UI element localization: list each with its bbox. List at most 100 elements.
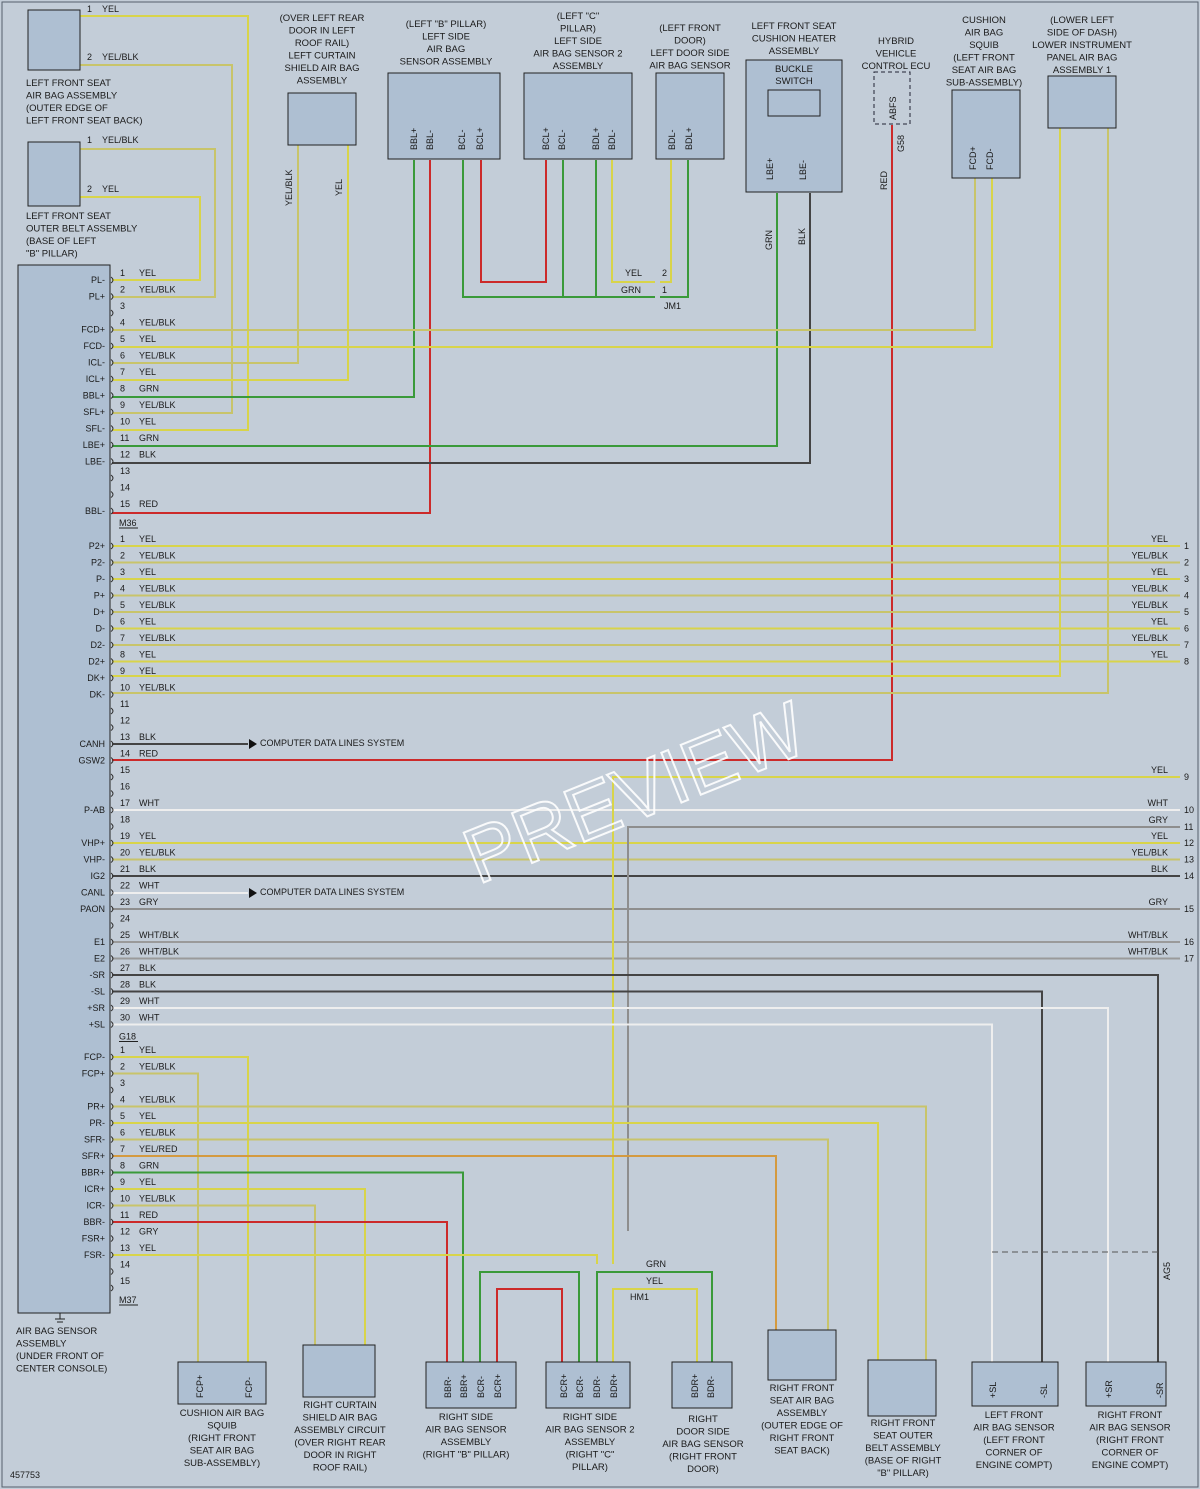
component-label: (OUTER EDGE OF (26, 103, 108, 114)
pin-number: 2 (120, 1062, 125, 1072)
pin-label: LBE+ (83, 440, 105, 450)
pin-number: 30 (120, 1013, 130, 1023)
wire-sr+ (112, 1007, 1109, 1362)
pin-terminal (110, 458, 114, 465)
wire-bdl- (611, 160, 655, 283)
pin-terminal (110, 542, 114, 550)
component-label: DOOR) (687, 1464, 719, 1475)
component-label: SHIELD AIR BAG (303, 1413, 378, 1424)
component-label: (RIGHT "B" PILLAR) (423, 1450, 510, 1461)
pin-label: PR- (90, 1118, 106, 1128)
component-label: OUTER BELT ASSEMBLY (26, 224, 138, 235)
pin-number: 2 (87, 52, 92, 62)
l-heater-box (745, 59, 843, 193)
pin-number: 1 (120, 1045, 125, 1055)
pin-label: CANL (81, 888, 105, 898)
pin-label: SFL+ (83, 407, 105, 417)
wire-sfl+ (80, 64, 233, 414)
wire-m37-10 (112, 1204, 316, 1345)
pin-label: -SR (90, 970, 106, 980)
wire-color-label: YEL/BLK (284, 169, 294, 206)
buckle-label: BUCKLE (775, 64, 813, 75)
pin-number: 24 (120, 914, 130, 924)
wire-sl+ (112, 1023, 993, 1362)
wire-color-label: GRY (139, 1227, 158, 1237)
wire-color-label: YEL (139, 650, 156, 660)
terminal-label: BDR- (706, 1376, 716, 1398)
pin-terminal (110, 608, 114, 616)
terminal-label: -SL (1039, 1384, 1049, 1398)
pin-terminal (110, 1218, 114, 1226)
pin-label: SFR+ (82, 1151, 105, 1161)
component-label: SEAT BACK) (774, 1446, 830, 1457)
component-label: CONTROL ECU (862, 61, 931, 72)
terminal-label: BCL+ (541, 127, 551, 150)
component-label: LEFT SIDE (422, 32, 470, 43)
wire-color-label: YEL/BLK (102, 52, 139, 62)
component-label: AIR BAG SENSOR (662, 1439, 743, 1450)
wire-color-label: BLK (139, 963, 156, 973)
component-label: PILLAR) (560, 24, 596, 35)
component-layer (17, 9, 1167, 1417)
r-door-box (671, 1361, 733, 1409)
component-label: (LEFT "C" (557, 11, 599, 22)
terminal-label: BBL+ (409, 128, 419, 150)
component-label: AIR BAG SENSOR 2 (545, 1425, 634, 1436)
wire-edge-11 (627, 826, 1180, 1231)
component-label: RIGHT FRONT (770, 1433, 835, 1444)
pin-terminal (110, 872, 114, 880)
pin-number: 5 (120, 334, 125, 344)
component-label: SEAT AIR BAG (952, 65, 1017, 76)
wire-bdl+d (660, 160, 689, 298)
pin-terminal (110, 1053, 114, 1061)
pin-label: IG2 (90, 871, 105, 881)
component-label: "B" PILLAR) (877, 1468, 929, 1479)
wire-color-label: WHT (1148, 798, 1169, 808)
component-label: (LEFT FRONT (953, 53, 1015, 64)
wire-m37-13 (112, 1254, 598, 1264)
pin-number: 19 (120, 831, 130, 841)
lfs-airbag-box (27, 9, 81, 71)
component-label: (RIGHT "C" (566, 1450, 615, 1461)
lf-sensor-box (971, 1361, 1059, 1407)
pin-number: 14 (120, 1260, 130, 1270)
pin-number: 13 (120, 732, 130, 742)
wire-m37-11 (112, 1221, 448, 1362)
hv-ecu-box (873, 71, 911, 125)
wire-color-label: GRN (139, 1161, 159, 1171)
terminal-label: BDR+ (690, 1374, 700, 1398)
pin-number: 4 (120, 318, 125, 328)
wire-color-label: YEL/BLK (1131, 848, 1168, 858)
pin-number: 8 (120, 1161, 125, 1171)
component-label: ASSEMBLY CIRCUIT (294, 1425, 386, 1436)
rfs-belt-box (867, 1359, 937, 1417)
wire-color-label: YEL/BLK (139, 1128, 176, 1138)
pin-label: FSR- (84, 1250, 105, 1260)
wire-color-label: YEL (139, 334, 156, 344)
pin-label: FCP+ (82, 1069, 105, 1079)
pin-number: 28 (120, 980, 130, 990)
wire-color-label: YEL/BLK (1131, 551, 1168, 561)
wire-color-label: YEL (139, 567, 156, 577)
terminal-label: BDL+ (684, 127, 694, 150)
pin-terminal (110, 375, 114, 383)
pin-number: 17 (120, 798, 130, 808)
pin-terminal (110, 641, 114, 649)
pin-number: 23 (120, 897, 130, 907)
pin-label: FCP- (84, 1052, 105, 1062)
component-label: ASSEMBLY (769, 46, 820, 57)
ground-icon (55, 1313, 65, 1323)
component-label: ROOF RAIL) (313, 1463, 367, 1474)
connector-name: M36 (119, 518, 137, 528)
component-label: SQUIB (207, 1421, 237, 1432)
terminal-label: BDL- (607, 129, 617, 150)
r-curtain-box (302, 1344, 376, 1398)
wire-color-label: WHT (139, 1013, 160, 1023)
wire-dk+ (112, 128, 1061, 677)
terminal-label: BCL- (557, 129, 567, 150)
pin-label: DK- (90, 690, 106, 700)
pin-terminal (110, 1136, 114, 1143)
wire-color-label: YEL/BLK (1131, 600, 1168, 610)
wire-color-label: YEL (1151, 650, 1168, 660)
wire-color-label: WHT/BLK (139, 947, 179, 957)
